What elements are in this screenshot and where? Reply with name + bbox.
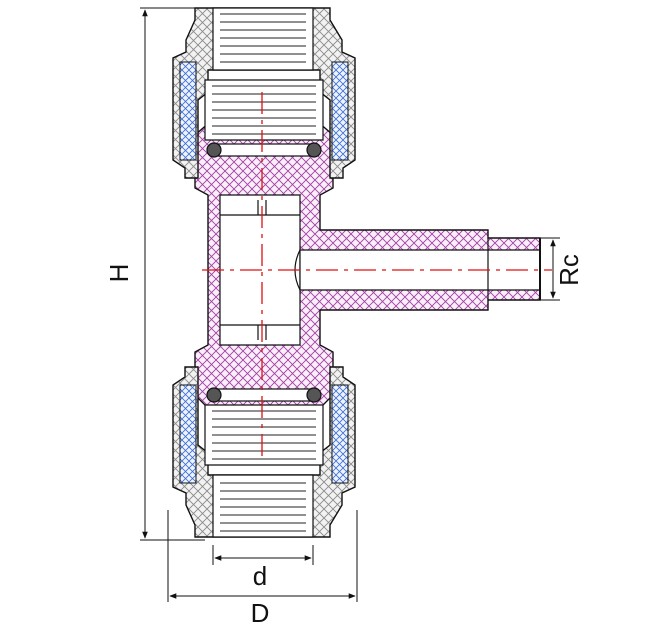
pipe-stops (220, 200, 300, 340)
o-ring-left-top (206, 142, 222, 158)
label-pipe-diameter: d (253, 561, 267, 591)
dimension-lines (140, 7, 560, 602)
top-compression-nut (172, 7, 356, 179)
label-outer-diameter: D (251, 598, 270, 628)
bottom-compression-nut (172, 366, 356, 538)
label-height: H (104, 264, 134, 283)
label-thread: Rc (554, 254, 584, 286)
o-ring-right-top (306, 142, 322, 158)
centerlines (202, 92, 552, 460)
